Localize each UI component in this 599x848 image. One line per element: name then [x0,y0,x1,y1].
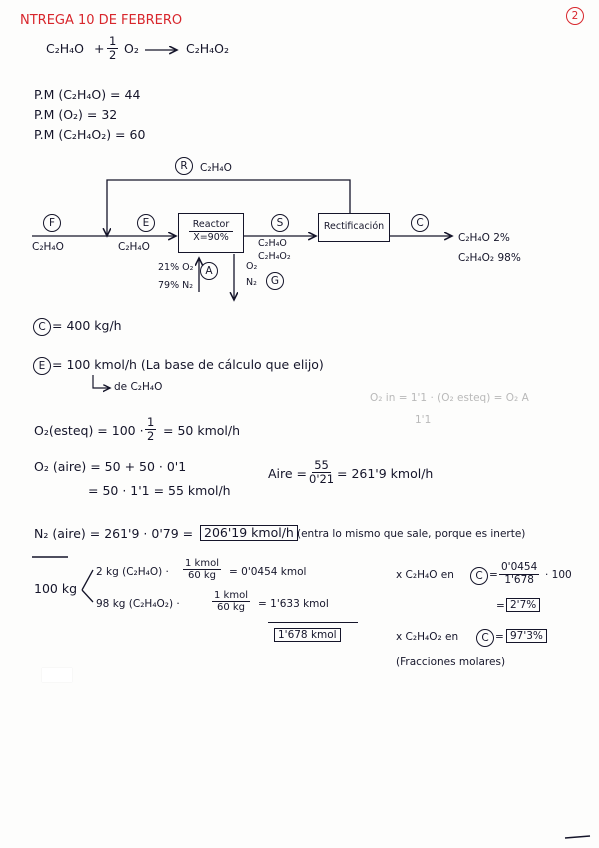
page-title: NTREGA 10 DE FEBRERO [20,13,183,28]
sum-line [268,622,358,623]
reactant-1: C₂H₄O [46,41,84,56]
line-b-den: 60 kg [216,602,246,613]
basis-label: 100 kg [34,581,78,596]
tag-f: F [43,214,61,232]
tag-e-rate: E [33,357,51,375]
reactor-name: Reactor [192,219,230,230]
product-line-2: C₂H₄O₂ 98% [458,252,521,264]
outlet-line-1: C₂H₄O [258,238,287,249]
coef-numerator: 1 [107,34,119,49]
tag-a: A [200,262,218,280]
n2-aire-left: N₂ (aire) = 261'9 · 0'79 = [34,526,194,541]
recycle-line [107,179,351,236]
molar-mass-1: P.M (C₂H₄O) = 44 [34,87,141,102]
tag-c-rate: C [33,318,51,336]
total-moles: 1'678 kmol [274,628,341,643]
aire-num: 55 [312,458,331,473]
page-corner-mark [564,835,591,839]
x1-fraction: 0'0454 1'678 [499,561,540,586]
molar-mass-2: P.M (O₂) = 32 [34,107,118,122]
aire-den: 0'21 [309,471,335,486]
e-rate-sub: de C₂H₄O [114,381,163,393]
line-a-den: 60 kg [187,570,217,581]
o2-esteq-den: 2 [147,428,155,443]
basis-branch [81,569,94,603]
gas-line-1: O₂ [246,261,258,272]
molar-mass-3: P.M (C₂H₄O₂) = 60 [34,127,146,142]
c-rate-value: = 400 kg/h [52,318,122,333]
sub-arrow [92,375,110,388]
n2-aire-note: (entra lo mismo que sale, porque es iner… [297,528,526,540]
line-a-right: = 0'0454 kmol [229,566,307,578]
recycle-label: C₂H₄O [200,162,232,174]
product-line-1: C₂H₄O 2% [458,232,510,244]
aire-left: Aire = [268,466,308,481]
x2-tag: C [476,629,494,647]
x2-result: 97'3% [506,629,547,644]
outlet-line-2: C₂H₄O₂ [258,251,291,262]
feed-label: C₂H₄O [32,241,64,253]
pencil-note-1: O₂ in = 1'1 · (O₂ esteq) = O₂ A [370,392,529,404]
line-a-left: 2 kg (C₂H₄O) · [96,566,169,578]
coef-denominator: 2 [109,47,117,62]
o2-esteq-fraction: 1 2 [145,415,157,443]
line-a-num: 1 kmol [183,558,221,570]
tag-s: S [271,214,289,232]
air-line-2: 79% N₂ [158,280,194,291]
x1-den: 1'678 [504,573,534,586]
gas-line-2: N₂ [246,277,257,288]
air-line-1: 21% O₂ [158,262,194,273]
coefficient-fraction: 1 2 [107,34,119,62]
e-rate-value: = 100 kmol/h (La base de cálculo que eli… [52,357,324,372]
tag-c: C [411,214,429,232]
x1-tag: C [470,567,488,585]
aire-right: = 261'9 kmol/h [337,466,434,481]
page-number: 2 [566,7,584,25]
x1-mult: · 100 [545,569,572,581]
x1-result: 2'7% [506,598,541,613]
correction-tape [42,668,72,682]
o2-esteq-right: = 50 kmol/h [163,423,240,438]
tag-g: G [266,272,284,290]
pencil-note-2: 1'1 [415,414,432,426]
plus-sign: + [94,41,105,56]
separator-name: Rectificación [323,221,385,232]
reactant-2: O₂ [124,41,139,56]
o2-esteq-left: O₂(esteq) = 100 · [34,423,144,438]
fractions-note: (Fracciones molares) [396,656,506,668]
inlet-label: C₂H₄O [118,241,150,253]
separator-box: Rectificación [318,213,390,242]
reactor-box: Reactor X=90% [178,213,244,253]
x1-left: x C₂H₄O en [396,569,454,581]
line-a-fraction: 1 kmol 60 kg [183,558,221,581]
o2-esteq-num: 1 [145,415,157,430]
line-b-left: 98 kg (C₂H₄O₂) · [96,598,180,610]
o2-aire-line-1: O₂ (aire) = 50 + 50 · 0'1 [34,459,187,474]
x1-num: 0'0454 [499,561,540,575]
line-b-fraction: 1 kmol 60 kg [212,590,250,613]
tag-e: E [137,214,155,232]
o2-aire-line-2: = 50 · 1'1 = 55 kmol/h [88,483,231,498]
x2-left: x C₂H₄O₂ en [396,631,459,643]
line-b-right: = 1'633 kmol [258,598,329,610]
reactor-conversion: X=90% [189,231,233,243]
aire-fraction: 55 0'21 [307,459,336,485]
line-b-num: 1 kmol [212,590,250,602]
n2-aire-result: 206'19 kmol/h [200,525,298,542]
product: C₂H₄O₂ [186,41,229,56]
tag-r: R [175,157,193,175]
